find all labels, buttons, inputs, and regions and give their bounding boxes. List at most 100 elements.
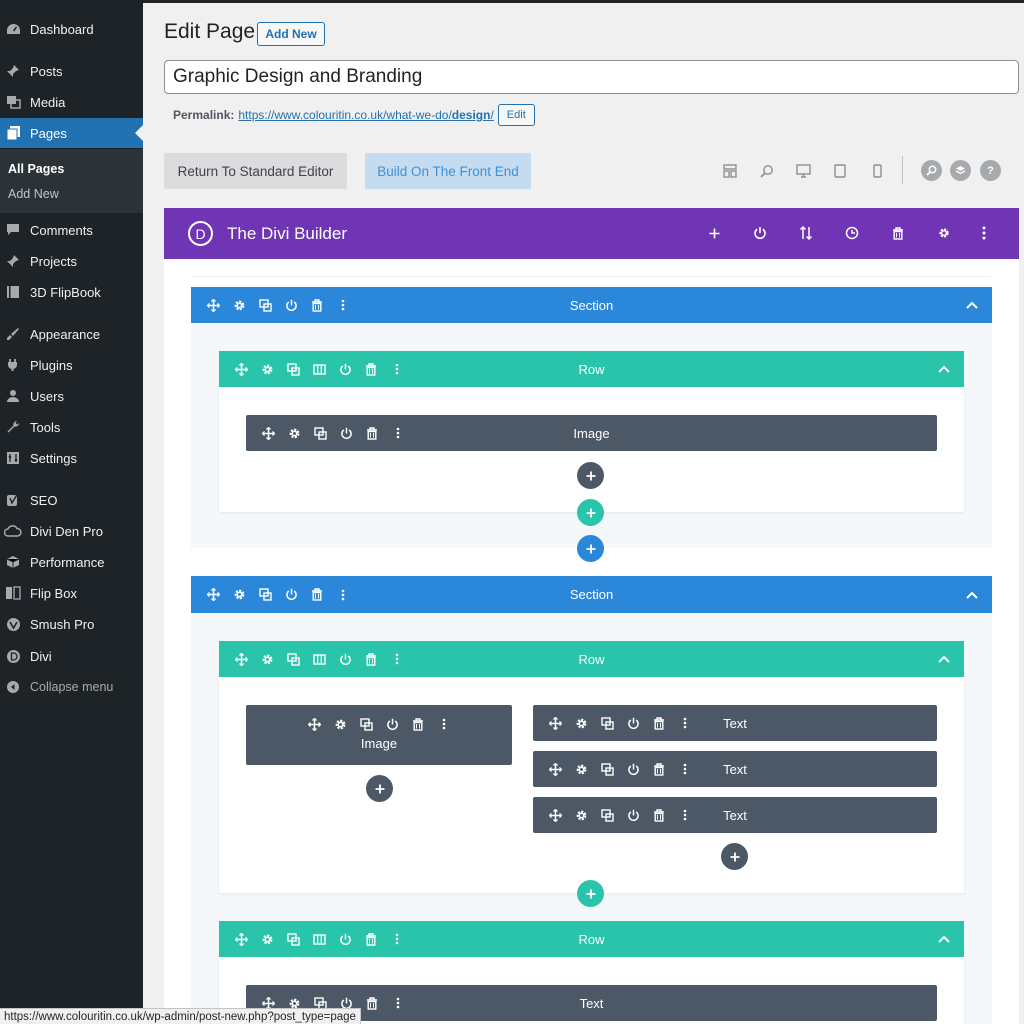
move-icon[interactable]	[203, 585, 223, 605]
move-icon[interactable]	[545, 805, 565, 825]
power-icon[interactable]	[749, 222, 771, 244]
more-options-icon[interactable]	[675, 805, 695, 825]
add-section-button[interactable]	[577, 535, 604, 562]
tablet-icon[interactable]	[829, 160, 851, 182]
gear-icon[interactable]	[933, 222, 955, 244]
sidebar-item-users[interactable]: Users	[0, 381, 143, 411]
sidebar-item-posts[interactable]: Posts	[0, 56, 143, 86]
gear-icon[interactable]	[571, 759, 591, 779]
more-options-icon[interactable]	[973, 222, 995, 244]
gear-icon[interactable]	[571, 805, 591, 825]
add-module-button[interactable]	[366, 775, 393, 802]
more-options-icon[interactable]	[333, 585, 353, 605]
power-icon[interactable]	[336, 423, 356, 443]
move-icon[interactable]	[304, 714, 324, 734]
gear-icon[interactable]	[257, 649, 277, 669]
help-icon[interactable]: ?	[980, 160, 1001, 181]
power-icon[interactable]	[335, 359, 355, 379]
columns-icon[interactable]	[309, 929, 329, 949]
power-icon[interactable]	[336, 993, 356, 1013]
trash-icon[interactable]	[362, 993, 382, 1013]
layers-icon[interactable]	[950, 160, 971, 181]
trash-icon[interactable]	[649, 713, 669, 733]
sidebar-item-comments[interactable]: Comments	[0, 215, 143, 245]
duplicate-icon[interactable]	[255, 295, 275, 315]
trash-icon[interactable]	[307, 585, 327, 605]
power-icon[interactable]	[281, 295, 301, 315]
zoom-icon[interactable]	[756, 160, 778, 182]
row-bar[interactable]: Row	[219, 641, 964, 677]
text-module[interactable]: Text	[246, 985, 937, 1021]
build-front-end-button[interactable]: Build On The Front End	[365, 153, 531, 189]
move-icon[interactable]	[545, 713, 565, 733]
trash-icon[interactable]	[887, 222, 909, 244]
duplicate-icon[interactable]	[283, 649, 303, 669]
trash-icon[interactable]	[307, 295, 327, 315]
move-icon[interactable]	[545, 759, 565, 779]
add-row-button[interactable]	[577, 880, 604, 907]
row-bar[interactable]: Row	[219, 921, 964, 957]
add-module-button[interactable]	[721, 843, 748, 870]
chevron-up-icon[interactable]	[936, 361, 952, 377]
trash-icon[interactable]	[361, 359, 381, 379]
sidebar-item-smush-pro[interactable]: Smush Pro	[0, 609, 143, 639]
columns-icon[interactable]	[309, 649, 329, 669]
power-icon[interactable]	[623, 759, 643, 779]
row-bar[interactable]: Row	[219, 351, 964, 387]
sidebar-item-pages[interactable]: Pages	[0, 118, 143, 148]
move-icon[interactable]	[231, 929, 251, 949]
power-icon[interactable]	[623, 713, 643, 733]
history-icon[interactable]	[841, 222, 863, 244]
section-bar[interactable]: Section	[191, 576, 992, 613]
text-module[interactable]: Text	[533, 705, 937, 741]
sidebar-item-media[interactable]: Media	[0, 87, 143, 117]
more-options-icon[interactable]	[675, 713, 695, 733]
sort-icon[interactable]	[795, 222, 817, 244]
sidebar-item-tools[interactable]: Tools	[0, 412, 143, 442]
move-icon[interactable]	[258, 423, 278, 443]
submenu-add-new[interactable]: Add New	[8, 187, 59, 201]
power-icon[interactable]	[281, 585, 301, 605]
gear-icon[interactable]	[284, 423, 304, 443]
sidebar-item-divi-den-pro[interactable]: Divi Den Pro	[0, 516, 143, 546]
layout-icon[interactable]	[719, 160, 741, 182]
chevron-up-icon[interactable]	[936, 931, 952, 947]
trash-icon[interactable]	[361, 929, 381, 949]
gear-icon[interactable]	[257, 359, 277, 379]
post-title-input[interactable]	[164, 60, 1019, 94]
sidebar-item-dashboard[interactable]: Dashboard	[0, 14, 143, 44]
trash-icon[interactable]	[362, 423, 382, 443]
sidebar-item-plugins[interactable]: Plugins	[0, 350, 143, 380]
more-options-icon[interactable]	[387, 359, 407, 379]
gear-icon[interactable]	[330, 714, 350, 734]
power-icon[interactable]	[335, 649, 355, 669]
permalink-link[interactable]: https://www.colouritin.co.uk/what-we-do/…	[238, 108, 494, 122]
move-icon[interactable]	[231, 359, 251, 379]
text-module[interactable]: Text	[533, 751, 937, 787]
duplicate-icon[interactable]	[283, 359, 303, 379]
sidebar-item-3d-flipbook[interactable]: 3D FlipBook	[0, 277, 143, 307]
sidebar-item-divi[interactable]: Divi	[0, 641, 143, 671]
gear-icon[interactable]	[229, 295, 249, 315]
move-icon[interactable]	[231, 649, 251, 669]
power-icon[interactable]	[382, 714, 402, 734]
sidebar-item-projects[interactable]: Projects	[0, 246, 143, 276]
add-module-button[interactable]	[577, 462, 604, 489]
submenu-all-pages[interactable]: All Pages	[8, 162, 65, 176]
trash-icon[interactable]	[408, 714, 428, 734]
more-options-icon[interactable]	[675, 759, 695, 779]
add-row-button[interactable]	[577, 499, 604, 526]
duplicate-icon[interactable]	[356, 714, 376, 734]
gear-icon[interactable]	[257, 929, 277, 949]
power-icon[interactable]	[623, 805, 643, 825]
chevron-up-icon[interactable]	[964, 297, 980, 313]
more-options-icon[interactable]	[434, 714, 454, 734]
phone-icon[interactable]	[866, 160, 888, 182]
search-icon[interactable]	[921, 160, 942, 181]
return-standard-editor-button[interactable]: Return To Standard Editor	[164, 153, 347, 189]
duplicate-icon[interactable]	[597, 805, 617, 825]
duplicate-icon[interactable]	[255, 585, 275, 605]
text-module[interactable]: Text	[533, 797, 937, 833]
power-icon[interactable]	[335, 929, 355, 949]
columns-icon[interactable]	[309, 359, 329, 379]
